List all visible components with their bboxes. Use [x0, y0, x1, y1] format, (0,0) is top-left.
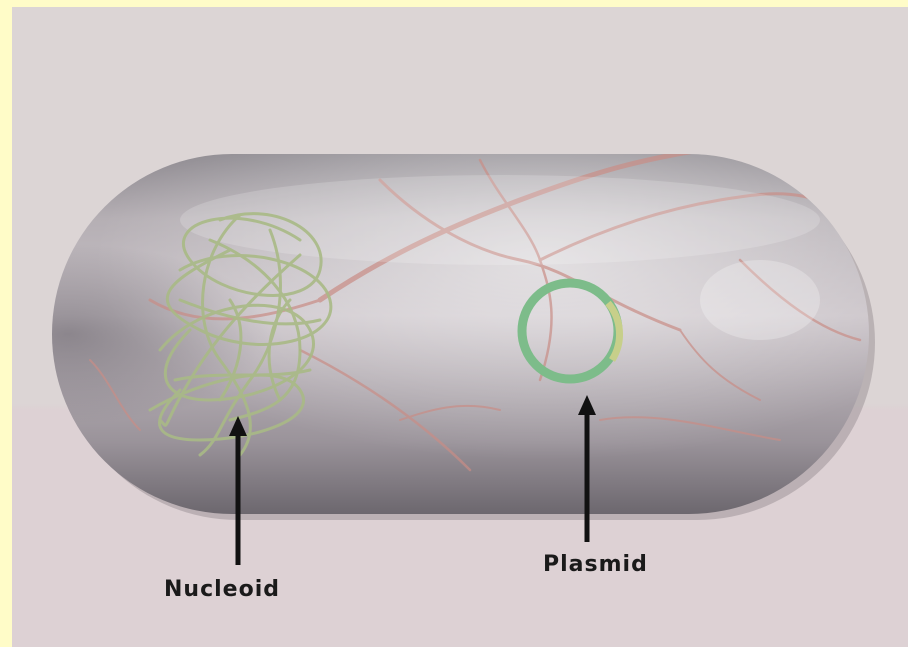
plasmid-label-text: Plasmid	[543, 552, 648, 577]
bacterium-illustration	[12, 7, 908, 647]
nucleoid-label-text: Nucleoid	[164, 577, 280, 602]
diagram-canvas	[12, 7, 908, 647]
bacterial-cell	[52, 150, 869, 514]
marble-texture	[52, 150, 869, 514]
